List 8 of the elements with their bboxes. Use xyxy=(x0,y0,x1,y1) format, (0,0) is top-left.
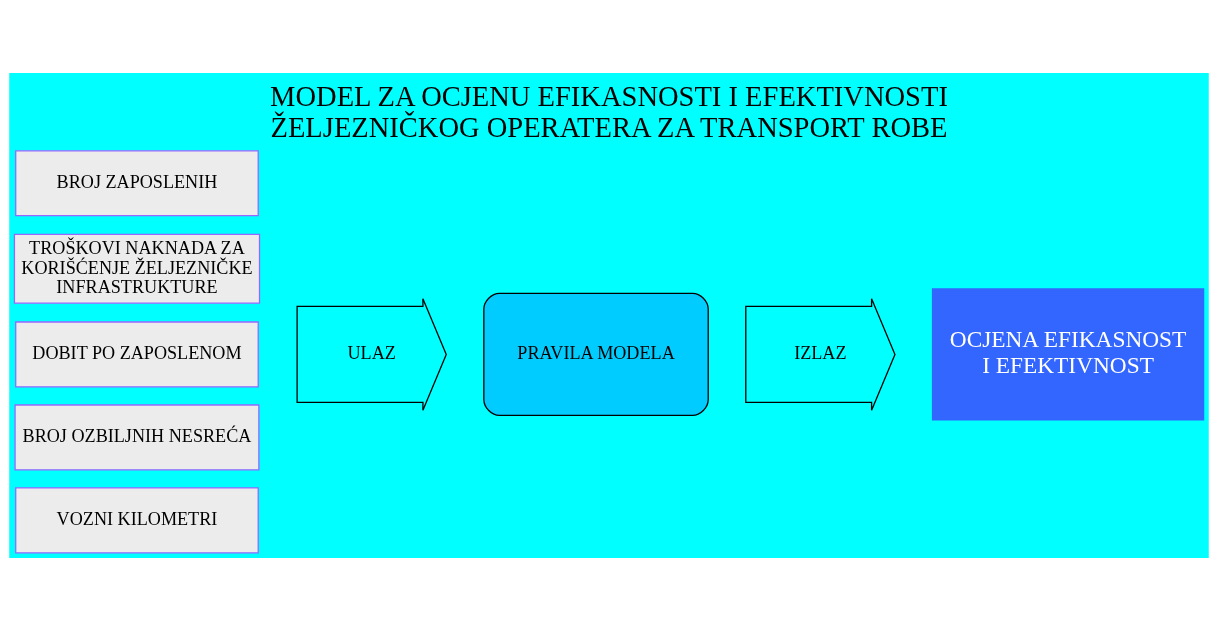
node-box: TROŠKOVI NAKNADA ZA KORIŠĆENJE ŽELJEZNIČKE INFRASTRUKTURE xyxy=(13,233,261,304)
diagram-title: MODEL ZA OCJENU EFIKASNOSTI I EFEKTIVNOSTI ŽELJEZNIČKOG OPERATERA ZA TRANSPORT ROBE xyxy=(270,80,948,143)
node-box: OCJENA EFIKASNOST I EFEKTIVNOST xyxy=(931,287,1205,421)
node-box: VOZNI KILOMETRI xyxy=(15,486,259,553)
node-box: PRAVILA MODELA xyxy=(483,292,709,416)
node-box: BROJ ZAPOSLENIH xyxy=(15,149,259,216)
node-box: DOBIT PO ZAPOSLENOM xyxy=(15,320,259,387)
node-box: BROJ OZBILJNIH NESREĆA xyxy=(14,403,260,470)
